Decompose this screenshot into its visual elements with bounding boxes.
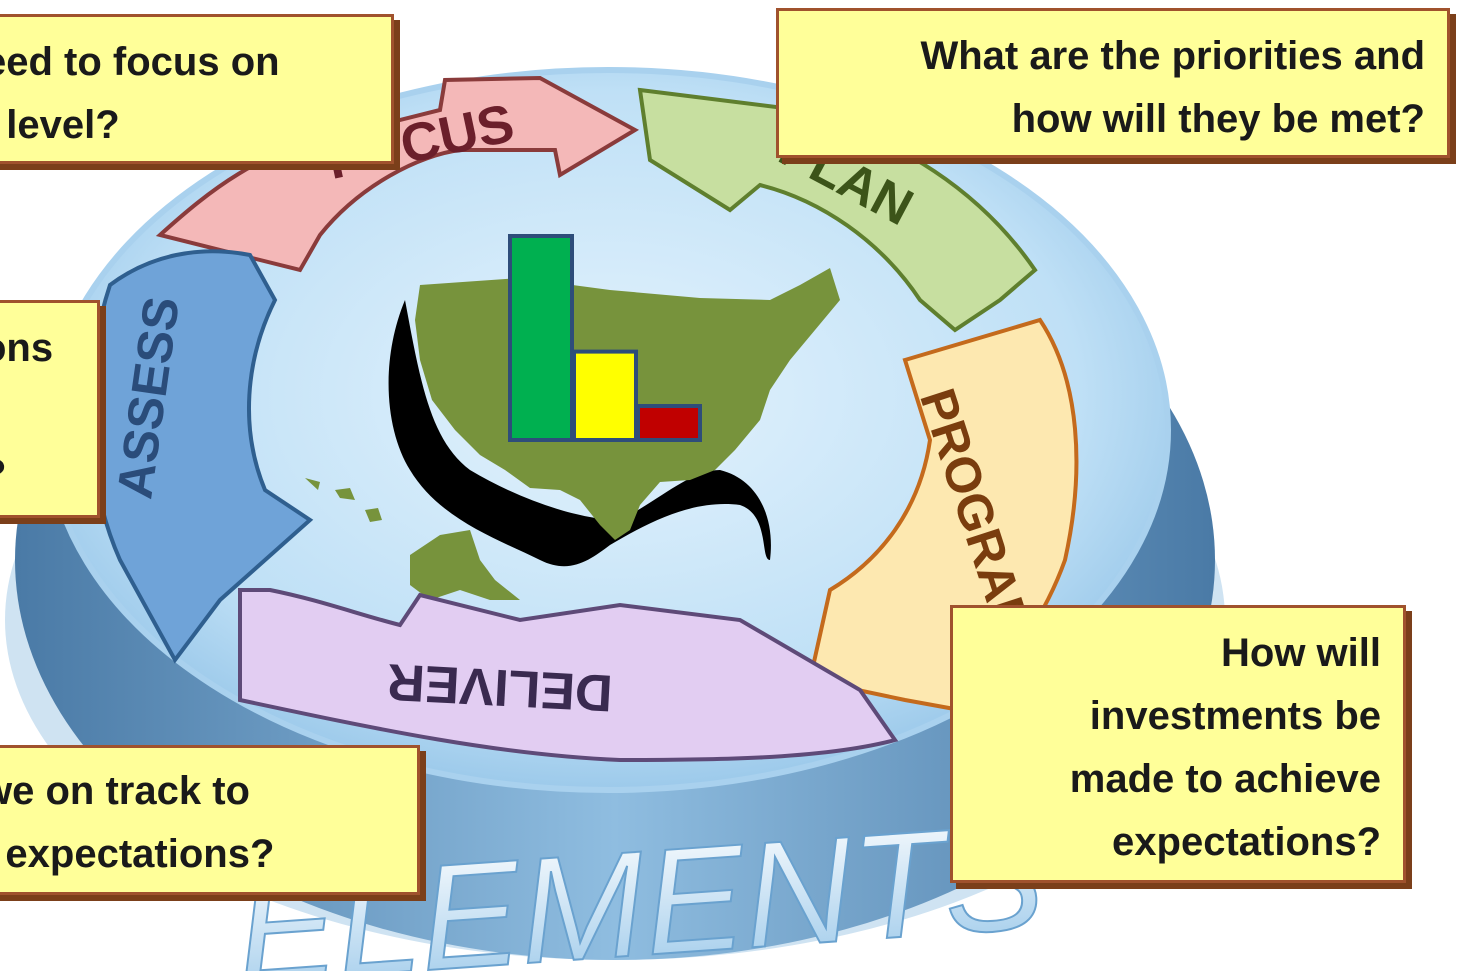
focus-callout-line: l level? xyxy=(0,103,120,147)
focus-callout-line: eed to focus on xyxy=(0,40,280,84)
plan-callout-line: What are the priorities and xyxy=(920,34,1425,78)
program-callout-line: investments be xyxy=(1089,694,1381,738)
deliver-callout-line: t expectations? xyxy=(0,832,275,876)
map-shadow xyxy=(388,300,771,567)
focus-arrow-shape xyxy=(155,75,640,273)
assess-callout: ons ? xyxy=(0,300,100,518)
hawaii xyxy=(305,478,382,522)
assess-callout-line xyxy=(0,380,97,443)
program-callout: How will investments be made to achieve … xyxy=(950,605,1406,883)
plan-callout-line: how will they be met? xyxy=(1011,97,1425,141)
deliver-callout-line: we on track to xyxy=(0,769,250,813)
plan-callout: What are the priorities and how will the… xyxy=(776,8,1450,158)
bar xyxy=(508,234,574,442)
program-callout-line: How will xyxy=(1221,631,1381,675)
alaska xyxy=(410,530,520,600)
deliver-callout: we on track to t expectations? xyxy=(0,745,420,895)
bar xyxy=(572,349,638,443)
program-callout-line: expectations? xyxy=(1112,820,1381,864)
program-callout-line: made to achieve xyxy=(1069,757,1381,801)
deliver-arrow: DELIVER xyxy=(238,588,899,763)
assess-callout-line: ? xyxy=(0,443,97,506)
focus-callout: eed to focus on l level? xyxy=(0,14,394,164)
bar-chart xyxy=(508,234,702,443)
assess-arrow: ASSESS xyxy=(88,249,314,664)
assess-callout-line: ons xyxy=(0,326,54,370)
deliver-arrow-shape xyxy=(238,588,899,763)
bar xyxy=(636,404,702,442)
deliver-label: DELIVER xyxy=(386,652,614,722)
